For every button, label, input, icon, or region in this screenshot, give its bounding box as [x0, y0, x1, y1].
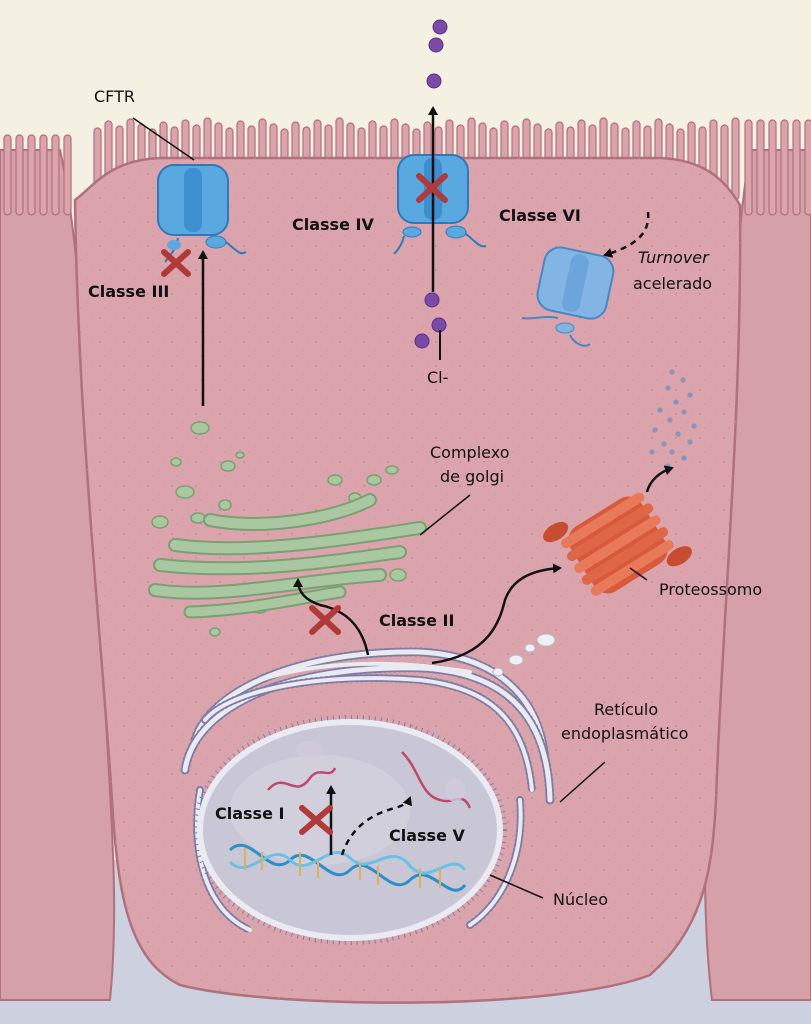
peptide-fragments [649, 369, 697, 469]
mrna-strands [267, 741, 472, 809]
turnover-label: Turnover [638, 248, 709, 267]
nucleus [193, 715, 507, 945]
cftr-channel-left [157, 164, 247, 263]
endoplasmic-reticulum [180, 647, 555, 934]
classe-iv-label: Classe IV [292, 215, 374, 234]
nucleo-label: Núcleo [553, 890, 608, 909]
proteossomo-label: Proteossomo [659, 580, 763, 599]
classe-vi-label: Classe VI [499, 206, 581, 225]
classe-i-label: Classe I [215, 804, 285, 823]
leader-lines [132, 117, 648, 899]
dna-helix [228, 843, 467, 892]
chloride-label: Cl- [427, 368, 449, 387]
chloride-ions [414, 19, 448, 349]
cftr-channel-turnover [521, 246, 615, 347]
complexo-label: Complexo [430, 443, 510, 462]
golgi-complex [148, 493, 427, 619]
cftr-label: CFTR [94, 87, 135, 106]
arrows [198, 106, 674, 856]
proteasome [543, 492, 692, 596]
reticulo-label: Retículo [594, 700, 659, 719]
acelerado-label: acelerado [633, 274, 713, 293]
classe-ii-label: Classe II [379, 611, 455, 630]
classe-v-label: Classe V [389, 826, 465, 845]
er-vesicles [492, 633, 556, 677]
classe-iii-label: Classe III [88, 282, 170, 301]
endoplasmatico-label: endoplasmático [561, 724, 689, 743]
de-golgi-label: de golgi [440, 467, 505, 486]
inhibition-marks [161, 173, 448, 835]
